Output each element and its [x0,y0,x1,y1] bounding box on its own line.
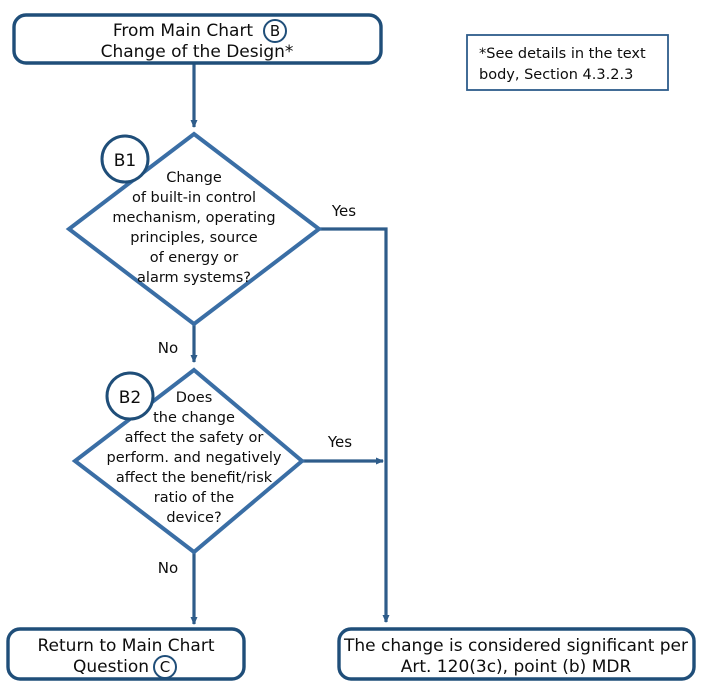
b1-line-3: mechanism, operating [112,210,275,226]
b2-line-5: affect the benefit/risk [116,470,273,486]
b1-line-1: Change [166,170,222,186]
edge-label-b2-yes: Yes [327,433,352,451]
b2-line-1: Does [176,390,213,406]
edge-label-b1-yes: Yes [331,202,356,220]
b2-line-3: affect the safety or [125,430,264,446]
b1-line-4: principles, source [130,230,258,246]
start-line1-text: From Main Chart [113,21,254,41]
note-line1-text: *See details in the text [479,46,646,62]
start-badge-b-circle [263,19,287,43]
b2-badge-circle [105,371,155,421]
return-badge-c-label: C [160,658,170,676]
significant-box-shape [337,627,696,681]
b1-line-6: alarm systems? [137,270,251,286]
return-line1-text: Return to Main Chart [38,636,215,656]
significant-line2-text: Art. 120(3c), point (b) MDR [401,657,632,677]
edge-label-b1-no: No [158,339,178,357]
node-return-to-main-chart[interactable]: Return to Main Chart Question C [6,627,246,681]
b2-badge-label: B2 [119,388,141,408]
note-box: *See details in the text body, Section 4… [466,34,669,91]
note-line2-text: body, Section 4.3.2.3 [479,67,633,83]
return-badge-c-circle [153,655,177,679]
b2-diamond-shape [71,367,306,555]
b2-line-4: perform. and negatively [106,450,281,466]
b1-badge-circle [100,134,150,184]
significant-line1-text: The change is considered significant per [343,636,688,656]
edge-label-b2-no: No [158,559,178,577]
return-line2-text: Question [73,657,149,677]
return-box-shape [6,627,246,681]
start-line2-text: Change of the Design* [101,42,294,62]
start-box-shape [12,13,383,65]
b1-line-2: of built-in control [132,190,256,206]
b2-line-6: ratio of the [154,490,235,506]
b2-line-2: the change [153,410,235,426]
connectors [190,63,390,626]
b2-line-7: device? [166,510,221,526]
node-change-significant[interactable]: The change is considered significant per… [337,627,696,681]
edge-b1-yes [320,227,390,624]
b1-badge-label: B1 [114,151,136,171]
start-badge-b-label: B [270,22,280,40]
b1-line-5: of energy or [150,250,239,266]
node-start[interactable]: From Main Chart B Change of the Design* [12,13,383,65]
node-decision-b2[interactable]: Does the change affect the safety or per… [71,367,306,555]
note-box-shape [466,34,669,91]
node-decision-b1[interactable]: Change of built-in control mechanism, op… [65,131,323,327]
